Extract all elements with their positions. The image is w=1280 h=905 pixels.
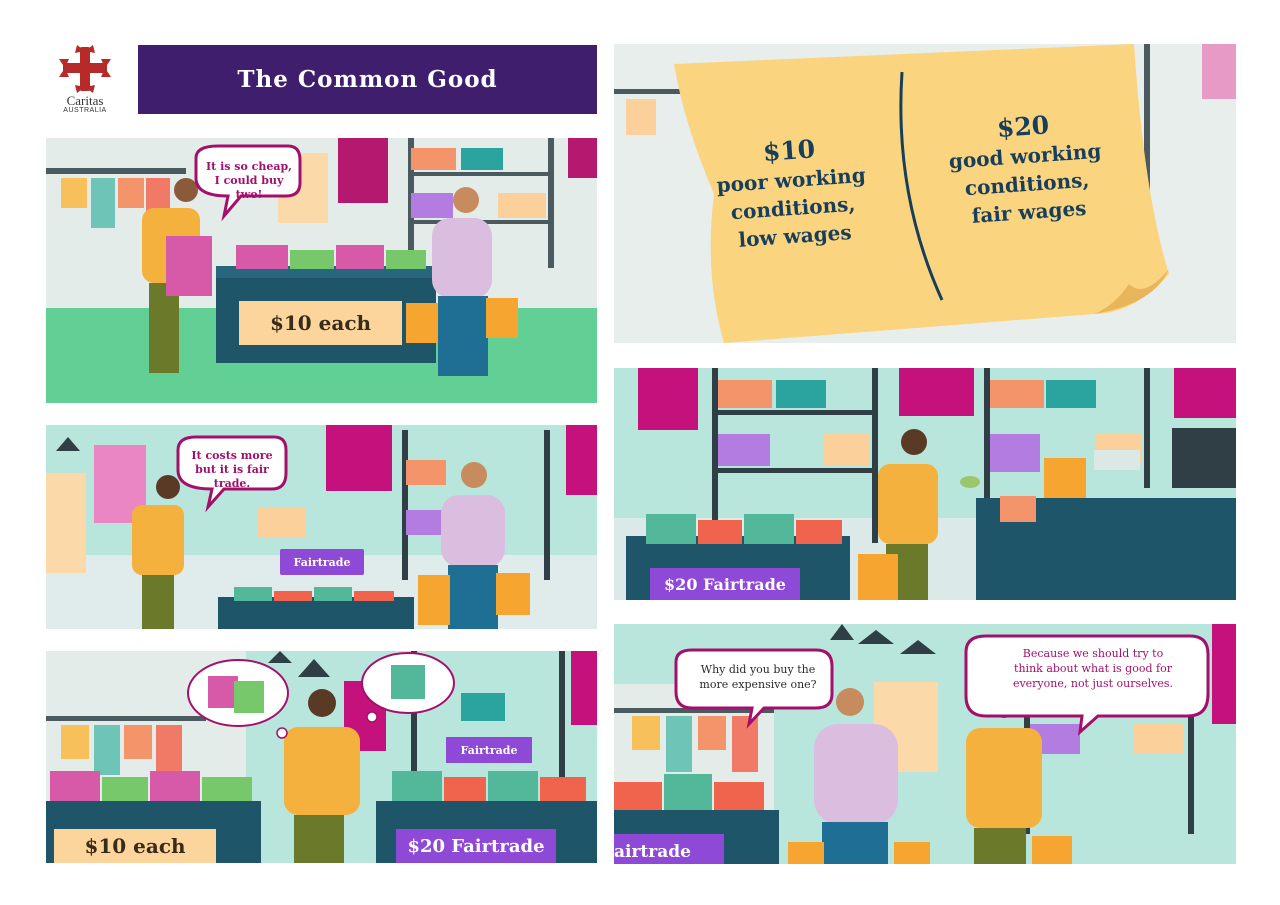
store-scene bbox=[46, 138, 597, 403]
speech-bubble-answer: Because we should try to think about wha… bbox=[1012, 647, 1174, 690]
speech-bubble-cheap: It is so cheap, I could buy two! bbox=[206, 160, 292, 201]
comparison-right: $20 good working conditions, fair wages bbox=[922, 105, 1129, 233]
comparison-scene bbox=[614, 44, 1236, 343]
price-sign-20-fairtrade-bottom: $20 Fairtrade bbox=[396, 829, 556, 863]
fairtrade-sign: Fairtrade bbox=[280, 549, 364, 575]
speech-bubble-fair-trade: It costs more but it is fair trade. bbox=[191, 449, 273, 490]
title-banner: The Common Good bbox=[138, 45, 597, 114]
caritas-cross-icon bbox=[59, 45, 111, 93]
comparison-left: $10 poor working conditions, low wages bbox=[688, 129, 895, 257]
price-sign-10-each-bottom: $10 each bbox=[54, 829, 216, 863]
panel-common-good-answer: Why did you buy the more expensive one? … bbox=[614, 624, 1236, 864]
fairtrade-sign-small: Fairtrade bbox=[446, 737, 532, 763]
panel-thinking-choice: Fairtrade $10 each $20 Fairtrade bbox=[46, 651, 597, 863]
panel-price-comparison: $10 poor working conditions, low wages $… bbox=[614, 44, 1236, 343]
speech-bubble-question: Why did you buy the more expensive one? bbox=[699, 663, 817, 691]
store-scene-2 bbox=[46, 425, 597, 629]
fairtrade-sign-partial: airtrade bbox=[614, 842, 691, 862]
store-scene-4 bbox=[46, 651, 597, 863]
price-sign-10-each: $10 each bbox=[239, 301, 402, 345]
logo-subtitle: AUSTRALIA bbox=[63, 107, 107, 114]
panel-paying-fairtrade: $20 Fairtrade bbox=[614, 368, 1236, 600]
price-sign-20-fairtrade: $20 Fairtrade bbox=[650, 568, 800, 600]
logo-name: Caritas bbox=[66, 93, 104, 108]
panel-cheap-shirts: It is so cheap, I could buy two! $10 eac… bbox=[46, 138, 597, 403]
store-scene-3 bbox=[614, 368, 1236, 600]
store-scene-5 bbox=[614, 624, 1236, 864]
page-title: The Common Good bbox=[237, 66, 498, 93]
caritas-logo: Caritas AUSTRALIA bbox=[55, 45, 115, 120]
panel-fair-trade-explained: It costs more but it is fair trade. Fair… bbox=[46, 425, 597, 629]
